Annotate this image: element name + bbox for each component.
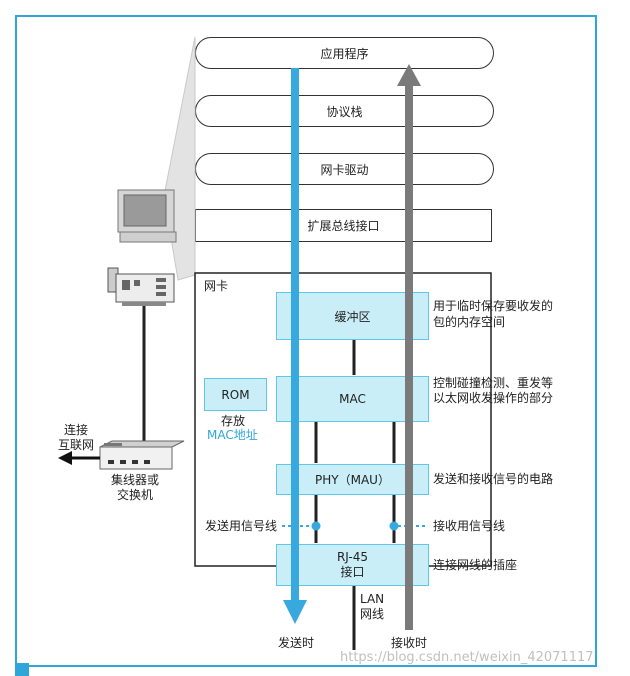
nic-title: 网卡 — [204, 279, 229, 293]
internet-label-line1: 连接 — [64, 423, 89, 437]
protocol-stack-label: 协议栈 — [326, 104, 363, 119]
internet-arrow-head — [58, 451, 72, 465]
mac-note-line1: 控制碰撞检测、重发等 — [433, 376, 554, 390]
nic-driver-layer: 网卡驱动 — [195, 153, 494, 185]
buffer-note-line1: 用于临时保存要收发的 — [433, 299, 554, 313]
expansion-bus-layer: 扩展总线接口 — [195, 209, 492, 242]
protocol-stack-layer: 协议栈 — [195, 95, 494, 127]
rom-note-mac-address: MAC地址 — [207, 428, 258, 442]
watermark: https://blog.csdn.net/weixin_42071117 — [340, 650, 594, 665]
hub-label-line1: 集线器或 — [111, 473, 160, 487]
mac-box: MAC — [276, 376, 429, 422]
internet-label-line2: 互联网 — [58, 438, 95, 452]
buffer-box: 缓冲区 — [276, 292, 429, 340]
rj45-note: 连接网线的插座 — [433, 558, 518, 572]
rx-signal-dot — [389, 521, 399, 531]
rj45-label: RJ-45 — [336, 550, 369, 564]
lan-label-line1: LAN — [360, 592, 385, 606]
rj45-port-label: 接口 — [340, 565, 365, 579]
lan-label-line2: 网线 — [360, 607, 385, 621]
receive-arrow-head — [397, 64, 421, 86]
mac-note-line2: 以太网收发操作的部分 — [433, 391, 554, 405]
rj45-box: RJ-45 接口 — [276, 544, 429, 586]
application-layer: 应用程序 — [195, 37, 494, 69]
hub-label-line2: 交换机 — [117, 488, 154, 502]
tx-signal-label: 发送用信号线 — [205, 519, 278, 533]
nic-driver-label: 网卡驱动 — [320, 162, 369, 177]
phy-note: 发送和接收信号的电路 — [433, 472, 554, 486]
rom-label: ROM — [221, 387, 250, 402]
buffer-label: 缓冲区 — [334, 309, 371, 324]
send-label: 发送时 — [278, 636, 315, 650]
rom-note-store: 存放 — [221, 414, 246, 428]
expansion-bus-label: 扩展总线接口 — [307, 219, 380, 233]
send-arrow-head — [283, 600, 307, 624]
nic-card-icon — [107, 267, 175, 306]
frame-corner-mark — [15, 663, 29, 676]
hub-switch-icon — [99, 440, 185, 470]
receive-label: 接收时 — [391, 636, 428, 650]
phy-label: PHY（MAU） — [315, 473, 390, 487]
computer-icon — [117, 189, 177, 243]
application-label: 应用程序 — [320, 46, 369, 61]
phy-box: PHY（MAU） — [276, 464, 429, 495]
tx-signal-dot — [311, 521, 321, 531]
rom-box: ROM — [204, 378, 267, 411]
buffer-note-line2: 包的内存空间 — [433, 315, 506, 329]
mac-label: MAC — [339, 392, 366, 406]
diagram-frame — [15, 15, 597, 667]
rx-signal-label: 接收用信号线 — [433, 519, 506, 533]
